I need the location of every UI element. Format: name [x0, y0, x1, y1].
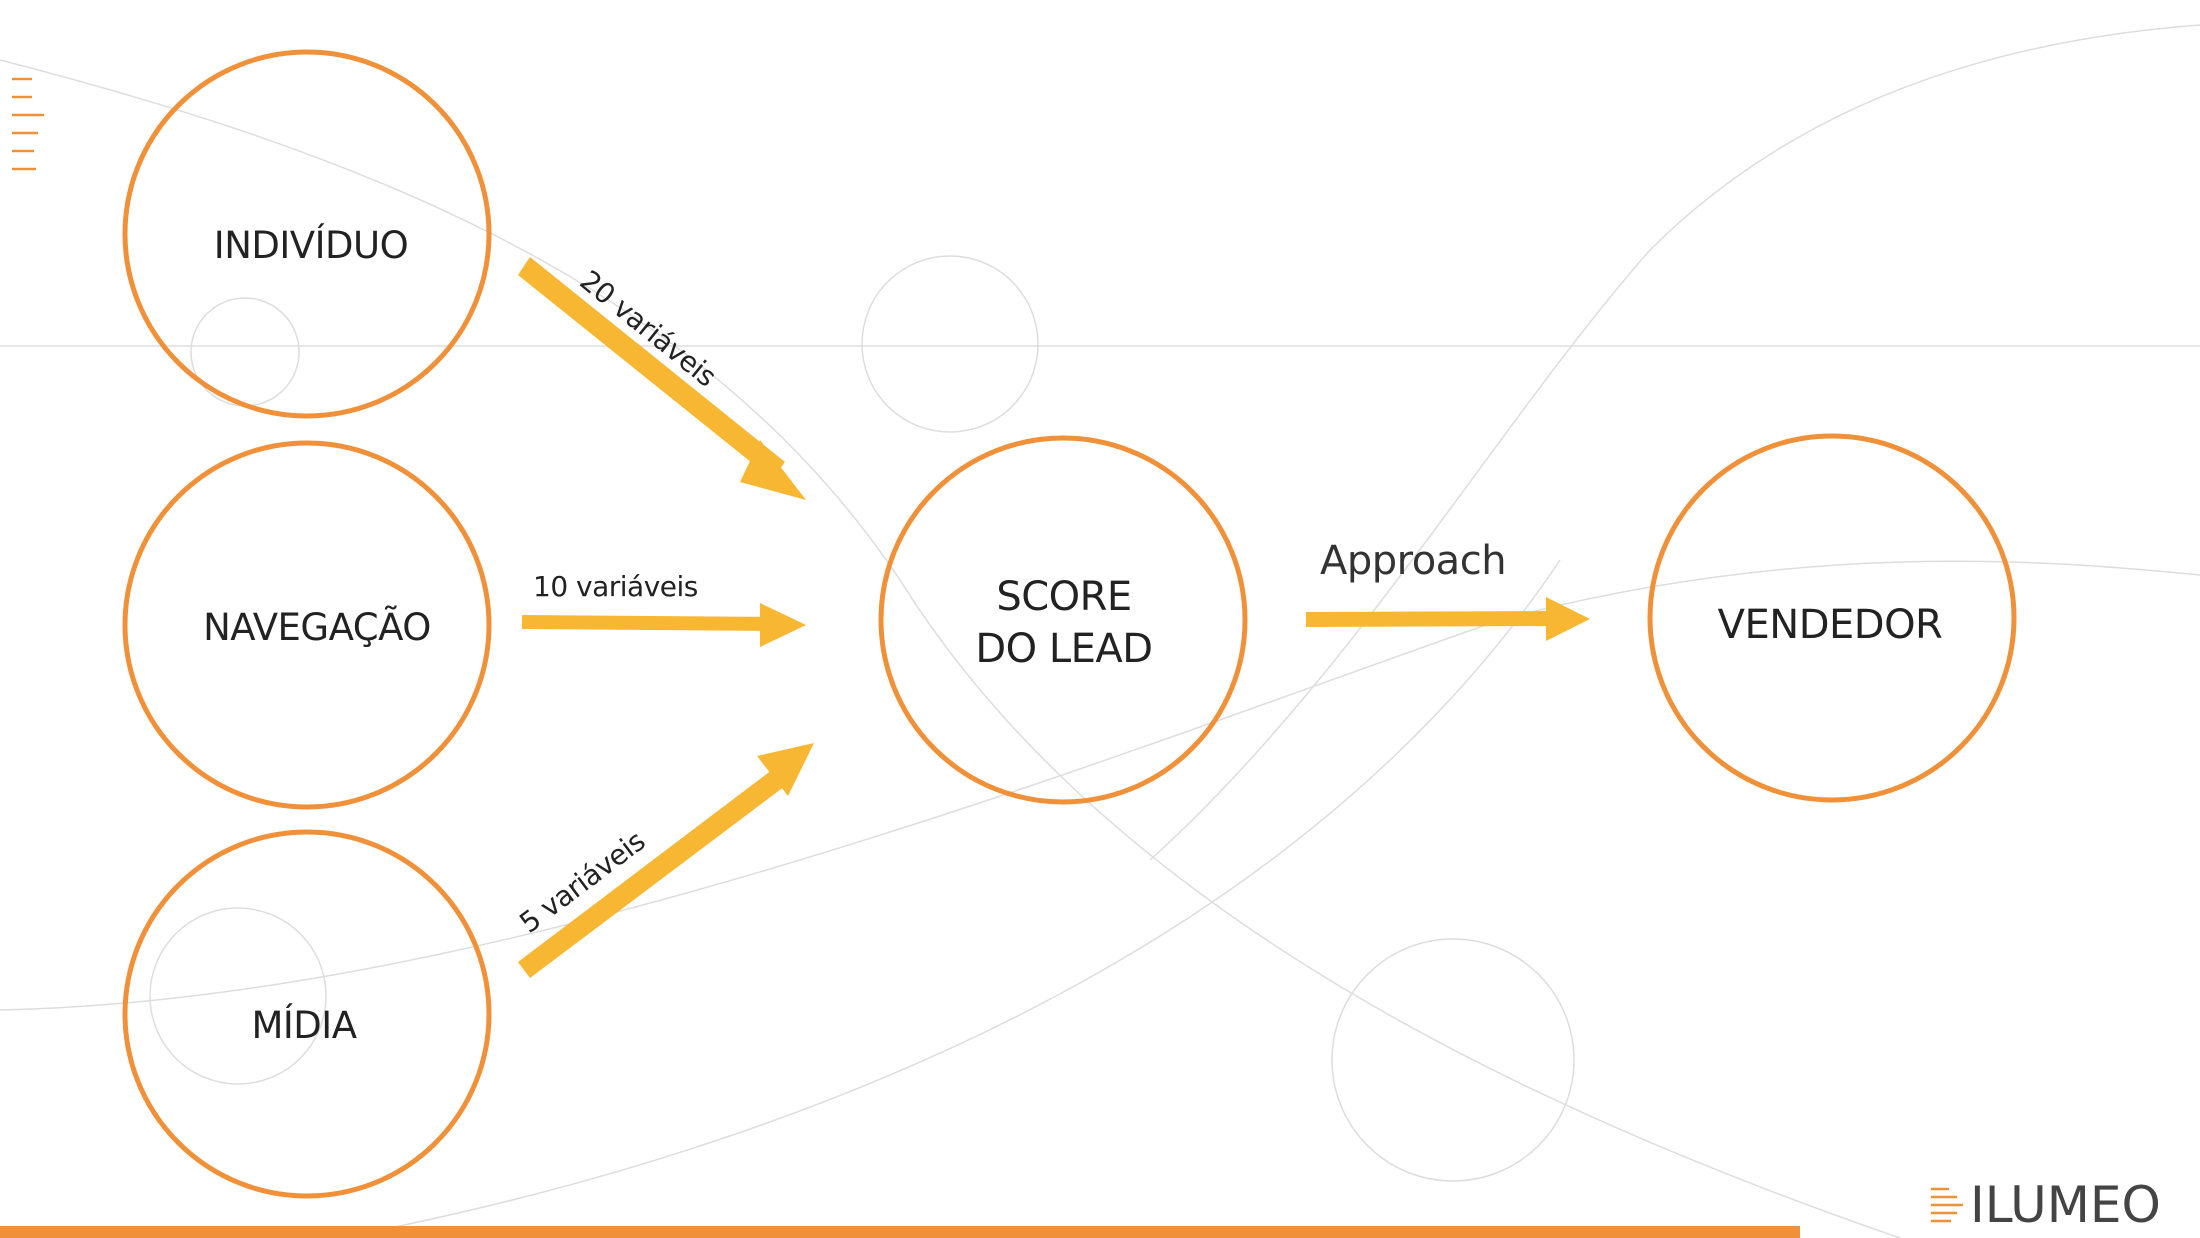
- background-ring-4: [1331, 938, 1575, 1182]
- node-midia-circle: [122, 829, 492, 1199]
- arrows: [518, 257, 1590, 978]
- edge-navegacao-score-label: 10 variáveis: [533, 570, 698, 603]
- node-score-label-line1: SCORE: [996, 574, 1131, 620]
- arrow-midia-to-score: [518, 743, 814, 978]
- ilumeo-logo-text: ILUMEO: [1970, 1176, 2161, 1234]
- background-curve-2: [0, 560, 2200, 1011]
- background-decoration: [0, 24, 2200, 1238]
- background-ring-1: [190, 297, 300, 407]
- node-navegacao-circle: [122, 440, 492, 810]
- arrow-navegacao-to-score: [522, 603, 806, 647]
- node-score-label-line2: DO LEAD: [975, 626, 1152, 672]
- background-ring-2: [861, 255, 1039, 433]
- node-circles: [122, 49, 2017, 1199]
- node-individuo-circle: [122, 49, 492, 419]
- arrow-individuo-to-score: [518, 257, 806, 500]
- corner-bars-icon: [12, 77, 44, 171]
- background-ring-3: [149, 907, 327, 1085]
- node-vendedor-circle: [1647, 433, 2017, 803]
- background-curve-3: [1149, 24, 2200, 861]
- node-score-circle: [878, 435, 1248, 805]
- arrow-score-to-vendedor: [1306, 597, 1590, 641]
- ilumeo-logo: ILUMEO: [1931, 1176, 2161, 1234]
- node-individuo-label: INDIVÍDUO: [214, 223, 408, 267]
- edge-score-vendedor-label: Approach: [1320, 538, 1506, 584]
- bottom-accent-bar: [0, 1226, 1800, 1238]
- background-curve-4: [339, 559, 1561, 1238]
- node-navegacao-label: NAVEGAÇÃO: [203, 605, 431, 649]
- ilumeo-logo-icon: [1931, 1187, 1963, 1223]
- node-midia-label: MÍDIA: [251, 1003, 356, 1047]
- node-vendedor-label: VENDEDOR: [1718, 602, 1943, 648]
- background-curve-1: [0, 59, 1901, 1238]
